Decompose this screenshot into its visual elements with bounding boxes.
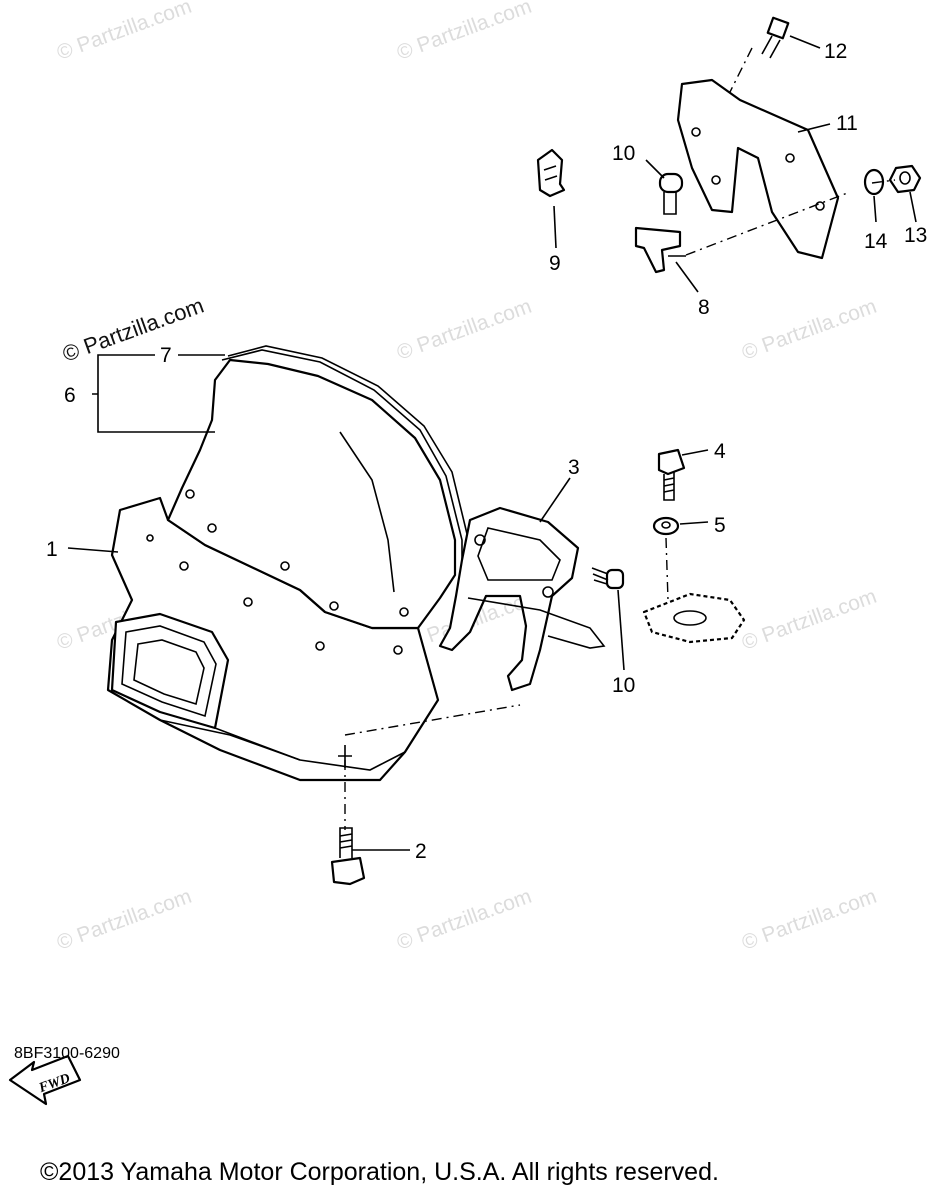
watermark: © Partzilla.com (54, 885, 195, 955)
callout-3: 3 (568, 456, 580, 479)
bolt-part-10-upper (658, 172, 684, 215)
watermark: © Partzilla.com (54, 0, 195, 65)
watermark: © Partzilla.com (394, 885, 535, 955)
bolt-part-4 (657, 448, 686, 501)
watermark: © Partzilla.com (739, 295, 880, 365)
washer-part-14 (863, 168, 885, 196)
callout-10-lower: 10 (612, 674, 635, 697)
watermark: © Partzilla.com (739, 885, 880, 955)
callout-14: 14 (864, 230, 888, 253)
callout-9: 9 (549, 252, 561, 275)
bolt-part-10-lower (591, 567, 625, 590)
callout-10-upper: 10 (612, 142, 635, 165)
clip-part-9 (536, 148, 566, 198)
bracket-part-11 (676, 78, 840, 260)
callout-4: 4 (714, 440, 726, 463)
copyright-notice: ©2013 Yamaha Motor Corporation, U.S.A. A… (40, 1158, 719, 1186)
bolt-part-2 (330, 827, 366, 886)
callout-8: 8 (698, 296, 710, 319)
callout-1: 1 (46, 538, 58, 561)
drawing-code: 8BF3100-6290 (14, 1045, 120, 1062)
cowling-part-1 (106, 496, 440, 782)
callout-2: 2 (415, 840, 427, 863)
bolt-part-12 (761, 16, 790, 59)
callout-6: 6 (64, 384, 76, 407)
callouts: 1 2 3 4 5 6 7 8 9 10 10 11 12 13 14 (46, 40, 927, 863)
windscreen-part-6 (166, 345, 469, 630)
watermark: © Partzilla.com (739, 585, 880, 655)
callout-12: 12 (824, 40, 847, 63)
mounting-plate (642, 592, 746, 644)
callout-11: 11 (836, 112, 858, 135)
watermark: © Partzilla.com (394, 0, 535, 65)
washer-part-5 (652, 516, 680, 536)
nut-part-13 (888, 164, 922, 194)
stay-bracket-part-3 (438, 506, 606, 692)
assembly-lines (338, 47, 896, 830)
watermark: © Partzilla.com (394, 295, 535, 365)
leader-lines (67, 35, 917, 851)
fwd-arrow-icon: FWD (8, 1054, 82, 1106)
callout-5: 5 (714, 514, 726, 537)
bracket-part-8 (634, 226, 686, 274)
callout-13: 13 (904, 224, 927, 247)
callout-7: 7 (160, 344, 172, 367)
